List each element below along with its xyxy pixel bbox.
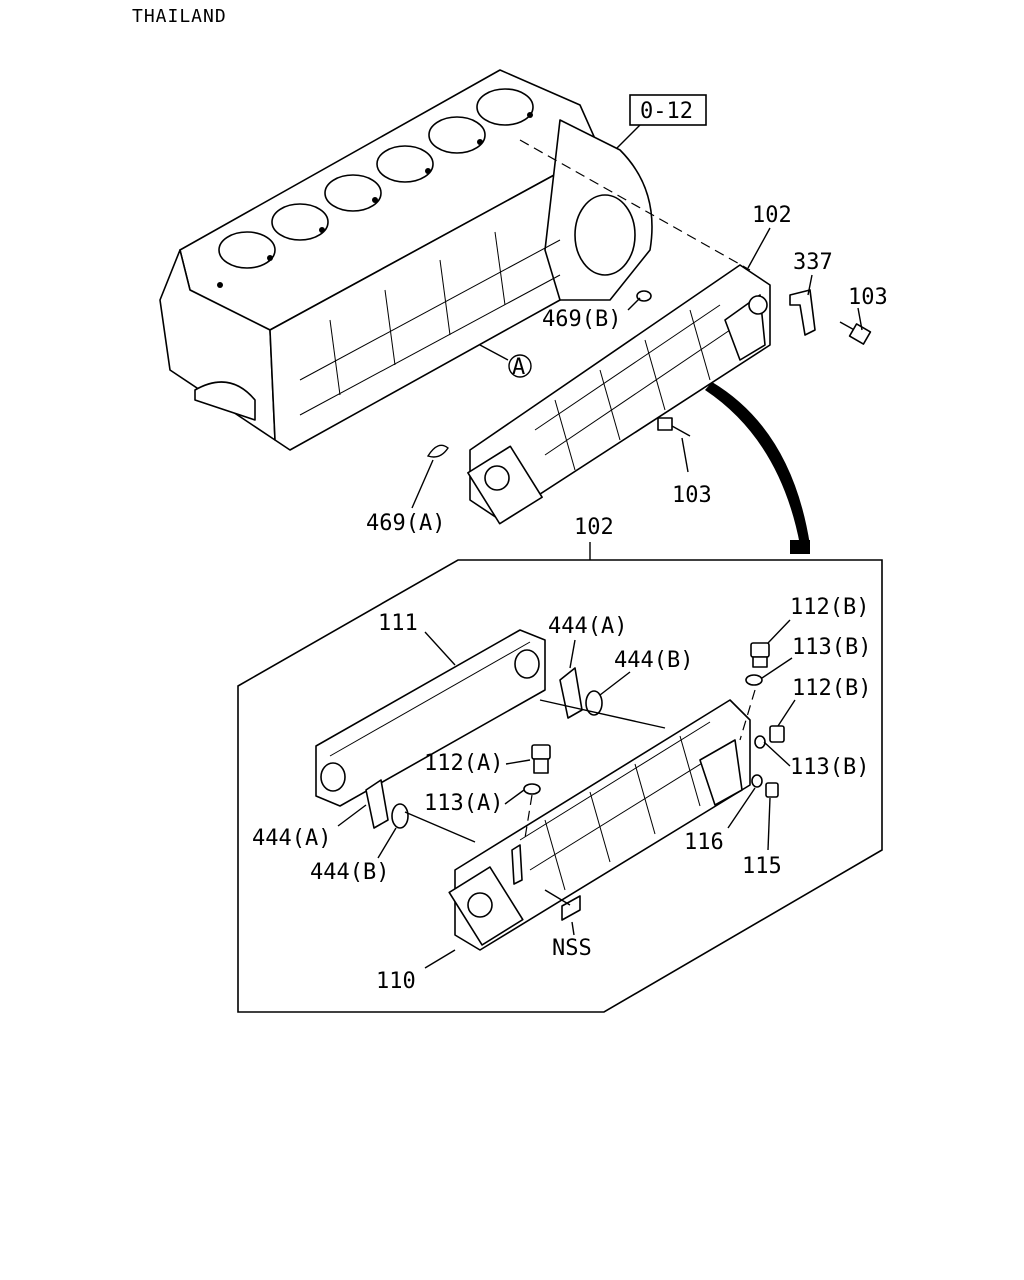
leader-112a-axis: [524, 794, 533, 839]
callout-a[interactable]: A: [508, 354, 532, 380]
label-444a-left: 444(A): [252, 826, 331, 851]
washer-116[interactable]: [751, 774, 763, 788]
washer-113b-side[interactable]: [754, 735, 766, 749]
leader-112b-1: [767, 619, 791, 644]
o-ring-444b-top[interactable]: [585, 690, 603, 716]
leader-444-left-to-housing: [404, 811, 476, 843]
leader-103-middle: [681, 437, 689, 473]
leader-444a-left: [337, 804, 367, 827]
plug-112a[interactable]: [531, 744, 551, 774]
o-ring-469a[interactable]: [426, 444, 449, 458]
leader-103-right: [857, 307, 863, 331]
leader-112b-2: [777, 699, 796, 727]
reference-box-text: 0-12: [640, 99, 693, 124]
leader-113b-2: [763, 741, 791, 767]
label-337: 337: [793, 250, 833, 275]
label-112b-2: 112(B): [792, 676, 871, 701]
leader-102-top: [747, 227, 771, 269]
label-444b-top: 444(B): [614, 648, 693, 673]
leader-444b-left: [377, 827, 397, 859]
label-103-right: 103: [848, 285, 888, 310]
label-469b: 469(B): [542, 307, 621, 332]
callout-a-leader: [479, 344, 509, 361]
label-103-middle: 103: [672, 483, 712, 508]
leader-113a: [504, 789, 525, 805]
label-444a-top: 444(A): [548, 614, 627, 639]
leader-112a: [505, 759, 531, 765]
leader-444-top-to-housing: [539, 699, 666, 729]
leader-469a: [411, 459, 434, 509]
leader-nss: [571, 921, 575, 936]
leader-444b-top: [599, 671, 631, 696]
bracket-337[interactable]: [789, 289, 816, 336]
label-116: 116: [684, 830, 724, 855]
bolt-103-right[interactable]: [839, 321, 872, 345]
detail-arrow: [705, 382, 810, 545]
gasket-444a-left[interactable]: [365, 779, 389, 829]
exploded-view-panel: [237, 559, 883, 1013]
gasket-444a-top[interactable]: [559, 667, 583, 719]
callout-a-text: A: [512, 355, 525, 380]
label-102-top: 102: [752, 203, 792, 228]
leader-111: [424, 631, 456, 666]
alignment-line: [519, 139, 751, 271]
label-112a: 112(A): [424, 751, 503, 776]
detail-arrow-head: [790, 540, 810, 554]
cooler-element-111[interactable]: [315, 629, 546, 807]
label-111: 111: [378, 611, 418, 636]
plug-112b-top[interactable]: [750, 642, 770, 668]
leader-113b-1: [761, 657, 793, 679]
label-113b-1: 113(B): [792, 635, 871, 660]
leader-110: [424, 949, 456, 969]
reference-box[interactable]: 0-12: [629, 94, 707, 126]
leader-116: [727, 787, 756, 829]
leader-nss-top: [544, 889, 571, 906]
o-ring-469b[interactable]: [636, 290, 652, 302]
label-102-panel: 102: [574, 515, 614, 540]
bolt-103-middle[interactable]: [657, 417, 691, 437]
leader-115: [767, 797, 771, 851]
region-label: THAILAND: [132, 6, 227, 27]
leader-444a-top: [569, 639, 576, 669]
leader-469b: [627, 297, 641, 311]
label-110: 110: [376, 969, 416, 994]
cooler-housing-110[interactable]: [448, 699, 751, 951]
oil-cooler-upper[interactable]: [467, 264, 771, 525]
leader-plug-axis: [739, 689, 756, 741]
nss-plate: [561, 895, 581, 921]
label-113a: 113(A): [424, 791, 503, 816]
label-469a: 469(A): [366, 511, 445, 536]
cylinder-block: [159, 69, 653, 451]
label-nss: NSS: [552, 936, 592, 961]
label-112b-1: 112(B): [790, 595, 869, 620]
washer-113b-top[interactable]: [745, 674, 763, 686]
plug-115[interactable]: [765, 782, 779, 798]
label-115: 115: [742, 854, 782, 879]
washer-113a[interactable]: [523, 783, 541, 795]
label-444b-left: 444(B): [310, 860, 389, 885]
leader-337: [807, 274, 813, 296]
plug-112b-side[interactable]: [769, 725, 785, 743]
label-113b-2: 113(B): [790, 755, 869, 780]
o-ring-444b-left[interactable]: [391, 803, 409, 829]
